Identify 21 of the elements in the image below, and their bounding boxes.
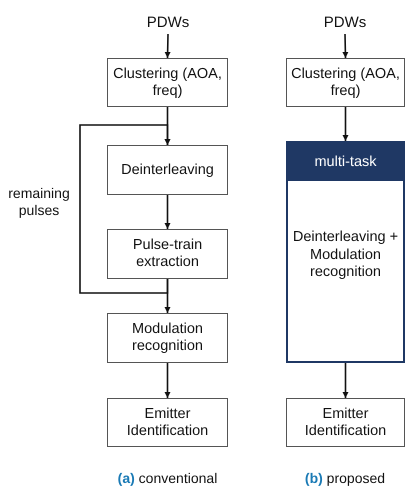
panel-caption: (b) proposed — [304, 470, 386, 486]
arrow — [79, 124, 170, 294]
arrow — [164, 195, 170, 229]
process-box: Emitter Identification — [286, 398, 405, 447]
input-label: PDWs — [138, 10, 198, 34]
process-box: Emitter Identification — [107, 398, 228, 447]
input-label: PDWs — [315, 10, 375, 34]
arrow — [342, 363, 348, 398]
process-box: Clustering (AOA, freq) — [107, 58, 228, 107]
arrow — [342, 107, 348, 141]
process-box: Modulation recognition — [107, 313, 228, 363]
process-box: Pulse-train extraction — [107, 229, 228, 279]
process-box: Clustering (AOA, freq) — [286, 58, 405, 107]
arrow — [342, 34, 348, 58]
box-header: multi-task — [288, 143, 403, 181]
process-box: Deinterleaving — [107, 145, 228, 195]
process-box — [286, 141, 405, 363]
arrow — [164, 363, 170, 398]
box-text: Deinterleaving + Modulation recognition — [292, 228, 400, 282]
arrow — [164, 34, 171, 58]
panel-caption: (a) conventional — [116, 470, 218, 486]
